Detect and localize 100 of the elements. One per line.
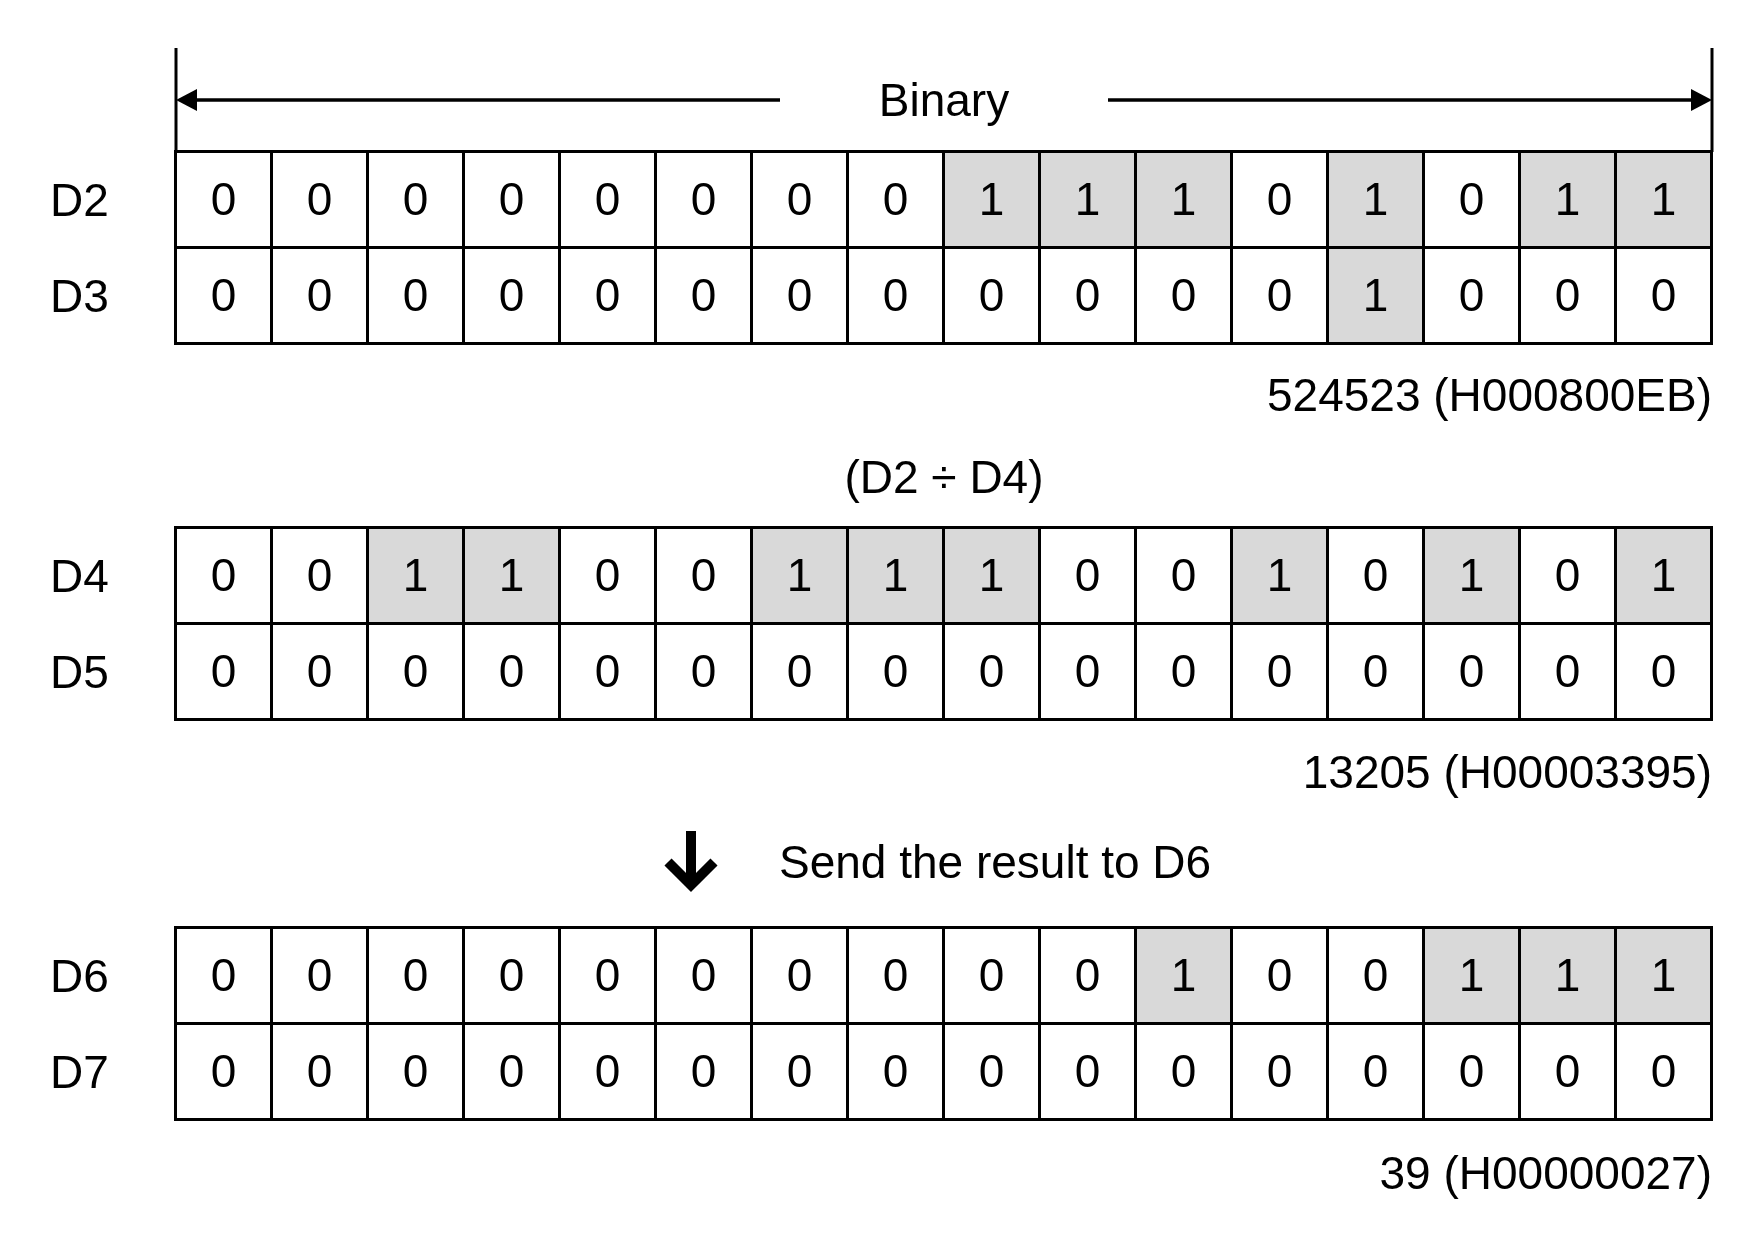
- bit-cell: 0: [1521, 529, 1614, 622]
- bit-cell: 0: [273, 1025, 366, 1118]
- bit-cell: 1: [753, 529, 846, 622]
- bit-cell: 0: [177, 625, 270, 718]
- bit-cell: 1: [1041, 153, 1134, 246]
- bit-cell: 0: [753, 153, 846, 246]
- bit-cell: 0: [561, 1025, 654, 1118]
- bit-cell: 0: [1041, 529, 1134, 622]
- bit-cell: 0: [273, 625, 366, 718]
- bit-cell: 0: [465, 1025, 558, 1118]
- bit-cell: 0: [465, 625, 558, 718]
- bit-cell: 0: [1425, 249, 1518, 342]
- bit-cell: 1: [465, 529, 558, 622]
- bit-cell: 0: [753, 929, 846, 1022]
- bit-cell: 0: [1425, 625, 1518, 718]
- bit-cell: 0: [273, 929, 366, 1022]
- bit-cell: 0: [849, 249, 942, 342]
- bit-cell: 0: [369, 1025, 462, 1118]
- bit-cell: 1: [1137, 153, 1230, 246]
- bit-cell: 0: [465, 249, 558, 342]
- bit-cell: 0: [465, 929, 558, 1022]
- bit-cell: 0: [1329, 529, 1422, 622]
- operation-label: (D2 ÷ D4): [844, 450, 1044, 504]
- bit-cell: 0: [753, 1025, 846, 1118]
- bit-cell: 1: [945, 529, 1038, 622]
- bit-cell: 0: [1041, 1025, 1134, 1118]
- bit-cell: 0: [561, 153, 654, 246]
- bit-cell: 1: [1617, 529, 1710, 622]
- bit-cell: 0: [1137, 529, 1230, 622]
- bit-cell: 0: [945, 625, 1038, 718]
- bit-cell: 0: [177, 1025, 270, 1118]
- bit-cell: 0: [369, 153, 462, 246]
- instruction-text: Send the result to D6: [779, 835, 1212, 889]
- bit-cell: 0: [561, 929, 654, 1022]
- bit-cell: 1: [849, 529, 942, 622]
- register-label: D6: [50, 949, 109, 1002]
- result-value: 13205 (H00003395): [1302, 745, 1712, 799]
- bit-cell: 0: [1521, 1025, 1614, 1118]
- bit-cell: 0: [1137, 625, 1230, 718]
- bit-cell: 1: [1617, 929, 1710, 1022]
- bit-cell: 0: [1233, 1025, 1326, 1118]
- bit-cell: 1: [1329, 153, 1422, 246]
- bit-cell: 0: [273, 153, 366, 246]
- bit-cell: 0: [1521, 625, 1614, 718]
- bit-cell: 0: [657, 625, 750, 718]
- bit-cell: 0: [945, 249, 1038, 342]
- bit-cell: 0: [1425, 153, 1518, 246]
- bit-cell: 0: [1617, 625, 1710, 718]
- bit-cell: 0: [657, 249, 750, 342]
- bit-cell: 0: [1617, 249, 1710, 342]
- bit-cell: 0: [1137, 1025, 1230, 1118]
- bit-cell: 0: [657, 1025, 750, 1118]
- bit-cell: 0: [1041, 625, 1134, 718]
- bit-cell: 0: [657, 529, 750, 622]
- result-value: 39 (H00000027): [1379, 1146, 1712, 1200]
- register-label: D5: [50, 645, 109, 698]
- bit-cell: 1: [945, 153, 1038, 246]
- bit-cell: 0: [465, 153, 558, 246]
- bit-cell: 0: [849, 929, 942, 1022]
- bit-cell: 1: [1617, 153, 1710, 246]
- bit-cell: 0: [1617, 1025, 1710, 1118]
- bit-cell: 0: [177, 153, 270, 246]
- dimension-label: Binary: [878, 73, 1010, 127]
- bit-cell: 0: [1233, 929, 1326, 1022]
- bit-cell: 1: [1233, 529, 1326, 622]
- bit-cell: 0: [561, 249, 654, 342]
- bit-cell: 0: [273, 529, 366, 622]
- bit-cell: 0: [1233, 625, 1326, 718]
- bit-cell: 0: [1041, 929, 1134, 1022]
- bit-cell: 0: [1233, 153, 1326, 246]
- bit-cell: 1: [1425, 529, 1518, 622]
- bit-cell: 0: [753, 625, 846, 718]
- bit-cell: 0: [945, 1025, 1038, 1118]
- bit-cell: 0: [1329, 1025, 1422, 1118]
- register-label: D2: [50, 173, 109, 226]
- bit-cell: 0: [849, 1025, 942, 1118]
- bit-cell: 1: [1329, 249, 1422, 342]
- register-label: D3: [50, 269, 109, 322]
- bit-cell: 0: [849, 153, 942, 246]
- bit-cell: 0: [1329, 929, 1422, 1022]
- bit-cell: 0: [177, 249, 270, 342]
- bit-cell: 0: [561, 625, 654, 718]
- bit-cell: 1: [1137, 929, 1230, 1022]
- bit-cell: 1: [1521, 929, 1614, 1022]
- bit-cell: 0: [561, 529, 654, 622]
- bit-cell: 0: [369, 249, 462, 342]
- result-value: 524523 (H000800EB): [1267, 368, 1712, 422]
- bit-cell: 0: [369, 929, 462, 1022]
- bit-cell: 0: [753, 249, 846, 342]
- bit-cell: 0: [945, 929, 1038, 1022]
- bit-cell: 0: [1137, 249, 1230, 342]
- bit-cell: 0: [849, 625, 942, 718]
- bit-cell: 0: [657, 153, 750, 246]
- bit-cell: 0: [1041, 249, 1134, 342]
- bit-cell: 0: [177, 529, 270, 622]
- bit-cell: 1: [1425, 929, 1518, 1022]
- bit-cell: 0: [1521, 249, 1614, 342]
- bit-cell: 0: [273, 249, 366, 342]
- bit-cell: 1: [369, 529, 462, 622]
- bit-cell: 0: [1233, 249, 1326, 342]
